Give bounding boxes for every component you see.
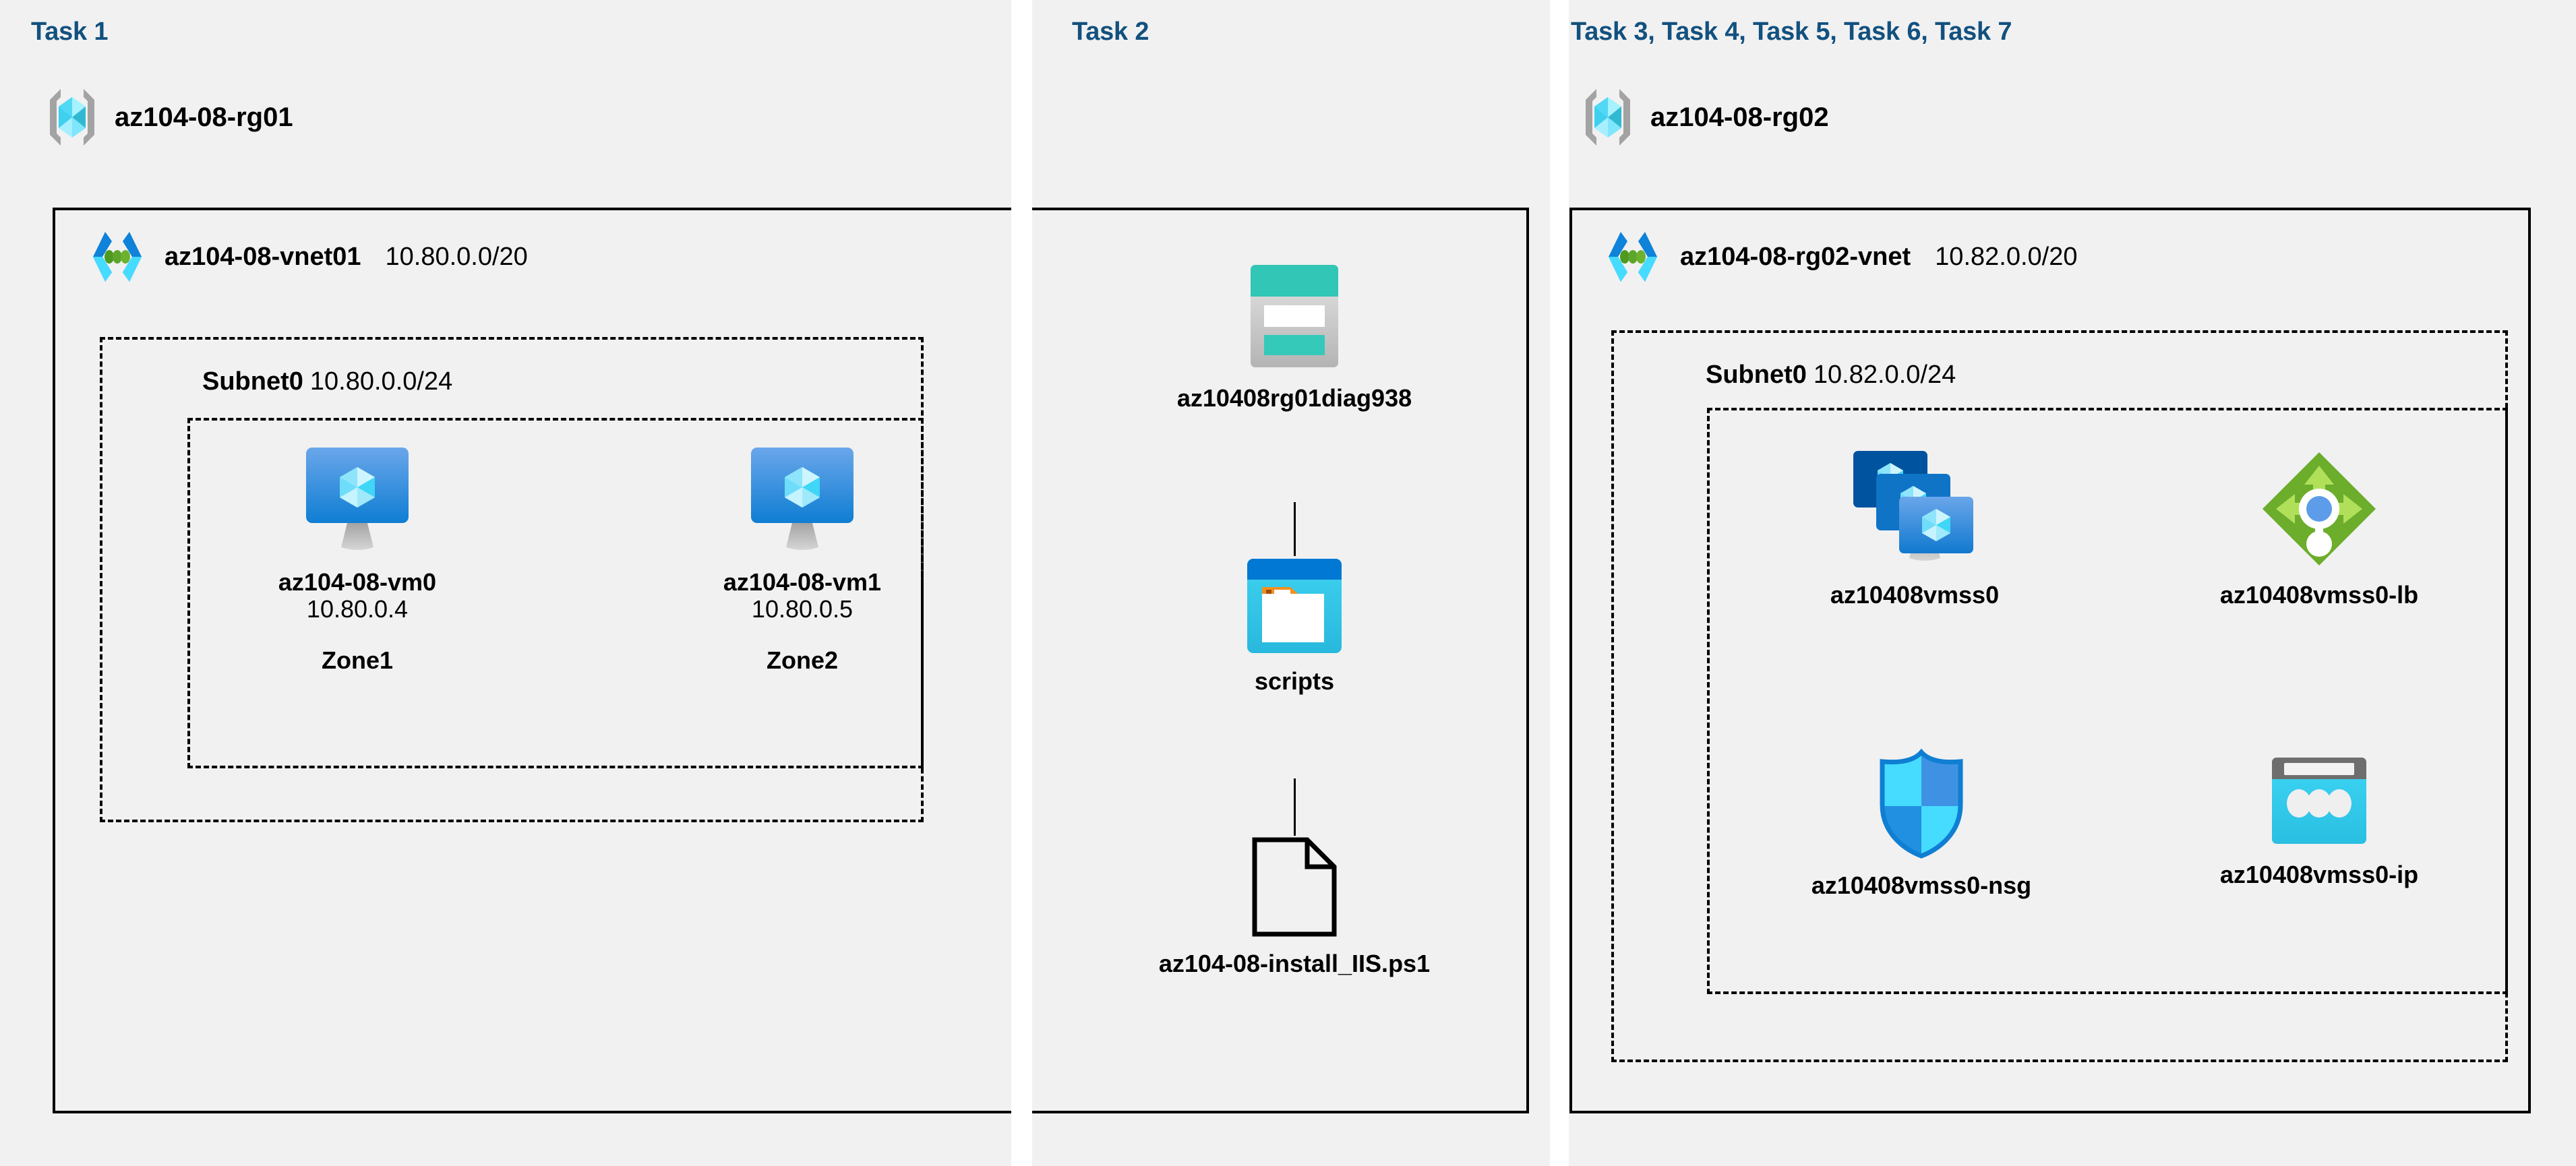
vnet-name-label: az104-08-vnet01 — [164, 242, 361, 271]
virtual-machine-icon — [303, 445, 411, 557]
storage-account-icon — [1233, 259, 1356, 373]
subnet01-zone-group — [187, 418, 924, 768]
vm-node-vm1: az104-08-vm1 10.80.0.5 Zone2 — [715, 445, 890, 675]
task1-heading: Task 1 — [31, 18, 109, 46]
storage-account-node: az10408rg01diag938 — [1177, 259, 1412, 412]
task3-heading: Task 3, Task 4, Task 5, Task 6, Task 7 — [1571, 18, 2012, 46]
vnet-name-label: az104-08-rg02-vnet — [1680, 242, 1911, 271]
virtual-network-icon — [88, 229, 147, 284]
connector-scripts-to-script-file — [1294, 778, 1296, 836]
subnet02-resource-group-box — [1707, 408, 2508, 994]
public-ip-address-node: az10408vmss0-ip — [2218, 755, 2420, 888]
vnet01-boundary — [53, 208, 1529, 1113]
vm-scale-set-node: az10408vmss0 — [1814, 448, 2016, 609]
virtual-machine-icon — [748, 445, 856, 557]
script-file-label: az104-08-install_IIS.ps1 — [1158, 950, 1431, 977]
vm-node-vm0: az104-08-vm0 10.80.0.4 Zone1 — [270, 445, 445, 675]
task2-heading: Task 2 — [1072, 18, 1149, 46]
network-security-group-node: az10408vmss0-nsg — [1811, 748, 2031, 899]
resource-group-rg02: az104-08-rg02 — [1583, 86, 1829, 148]
load-balancer-label: az10408vmss0-lb — [2219, 581, 2419, 609]
vnet01-header: az104-08-vnet01 10.80.0.0/20 — [88, 229, 528, 284]
network-security-group-icon — [1874, 748, 1969, 860]
virtual-network-icon — [1603, 229, 1663, 284]
vm-ip-label: 10.80.0.4 — [306, 595, 409, 623]
connector-storage-to-scripts — [1294, 502, 1296, 556]
subnet-cidr: 10.82.0.0/24 — [1813, 361, 1956, 389]
vm-zone-label: Zone2 — [766, 646, 838, 674]
vm-scale-set-icon — [1851, 448, 1979, 570]
load-balancer-icon — [2258, 448, 2380, 570]
task1-panel — [0, 0, 1011, 1166]
subnet-cidr: 10.80.0.0/24 — [309, 367, 453, 396]
vm-name-label: az104-08-vm0 — [278, 568, 437, 596]
vm-zone-label: Zone1 — [321, 646, 393, 674]
blob-container-label: scripts — [1254, 667, 1335, 695]
load-balancer-node: az10408vmss0-lb — [2218, 448, 2420, 609]
subnet-name: Subnet0 — [202, 367, 303, 396]
vnet02-boundary — [1569, 208, 2531, 1113]
vm-scale-set-label: az10408vmss0 — [1830, 581, 2000, 609]
task3-panel — [1569, 0, 2576, 1166]
resource-group-icon — [1583, 86, 1633, 148]
panel-gutter-2 — [1550, 0, 1569, 1166]
storage-account-label: az10408rg01diag938 — [1176, 384, 1412, 412]
resource-group-label: az104-08-rg01 — [115, 102, 293, 132]
script-file-node: az104-08-install_IIS.ps1 — [1159, 836, 1430, 977]
vnet02-header: az104-08-rg02-vnet 10.82.0.0/20 — [1603, 229, 2077, 284]
vnet-cidr-label: 10.80.0.0/20 — [385, 242, 528, 271]
blob-container-icon — [1245, 556, 1344, 656]
script-file-icon — [1251, 836, 1338, 938]
public-ip-address-icon — [2269, 755, 2369, 849]
network-security-group-label: az10408vmss0-nsg — [1811, 871, 2032, 899]
subnet-name: Subnet0 — [1706, 361, 1807, 389]
vnet-cidr-label: 10.82.0.0/20 — [1935, 242, 2078, 271]
panel-gutter-1 — [1011, 0, 1032, 1166]
resource-group-rg01: az104-08-rg01 — [47, 86, 293, 148]
blob-container-node: scripts — [1214, 556, 1375, 695]
vm-name-label: az104-08-vm1 — [723, 568, 882, 596]
vm-ip-label: 10.80.0.5 — [751, 595, 853, 623]
resource-group-icon — [47, 86, 97, 148]
resource-group-label: az104-08-rg02 — [1650, 102, 1829, 132]
public-ip-address-label: az10408vmss0-ip — [2219, 861, 2419, 888]
